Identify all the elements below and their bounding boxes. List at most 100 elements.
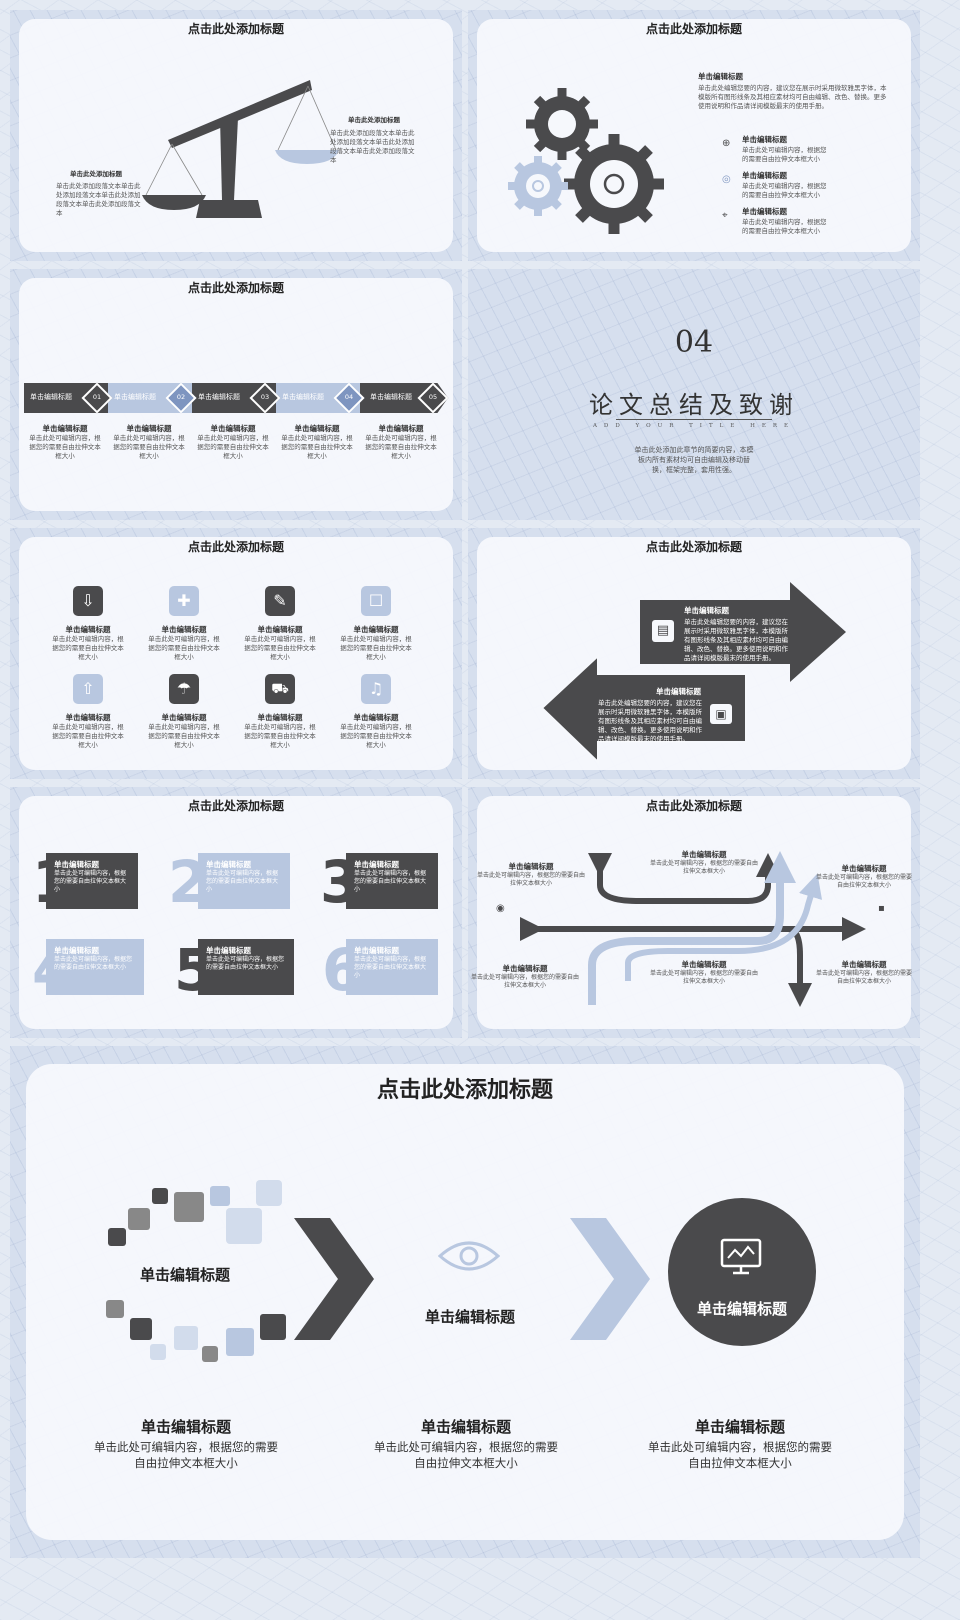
crossing-arrows-graphic [520, 851, 866, 1007]
slide-balance[interactable]: 点击此处添加标题 单击此处添加标题 单击此处添加段落文本单击此处添加段落文本单击… [10, 10, 462, 261]
item-title: 单击编辑标题 [742, 135, 787, 144]
grid-item: ♫ 单击编辑标题单击此处可编辑内容，根据您的需要自由拉伸文本框大小 [338, 674, 414, 750]
number-card: 单击编辑标题单击此处可编辑内容，根据您的需要自由拉伸文本框大小 [46, 939, 144, 995]
music-icon: ♫ [361, 674, 391, 704]
grid-item: ✚ 单击编辑标题单击此处可编辑内容，根据您的需要自由拉伸文本框大小 [146, 586, 222, 662]
item-body: 单击此处可编辑内容，根据您的需要自由拉伸文本框大小 [742, 146, 827, 163]
grid-item: ☂ 单击编辑标题单击此处可编辑内容，根据您的需要自由拉伸文本框大小 [146, 674, 222, 750]
number-card: 单击编辑标题单击此处可编辑内容，根据您的需要自由拉伸文本框大小 [198, 853, 290, 909]
right-step-label: 单击编辑标题 [696, 1300, 787, 1318]
balance-scale-graphic [142, 80, 339, 218]
process-title: 点击此处添加标题 [376, 1078, 553, 1103]
target-icon: ◎ [722, 174, 731, 185]
umbrella-icon: ☂ [169, 674, 199, 704]
right-body: 单击此处添加段落文本单击此处添加段落文本单击此处添加段落文本单击此处添加段落文本 [330, 129, 415, 164]
number-card: 单击编辑标题单击此处可编辑内容，根据您的需要自由拉伸文本框大小 [198, 939, 294, 995]
slide-section-04[interactable]: 04 论文总结及致谢 ADD YOUR TITLE HERE 单击此处添加此章节… [468, 269, 920, 520]
number-card: 单击编辑标题单击此处可编辑内容，根据您的需要自由拉伸文本框大小 [46, 853, 138, 909]
step-number: 02 [176, 393, 186, 401]
arrows-graphic [542, 582, 846, 765]
number-card: 单击编辑标题单击此处可编辑内容，根据您的需要自由拉伸文本框大小 [346, 853, 438, 909]
car-icon: ⛟ [265, 674, 295, 704]
step-label: 单击编辑标题 [30, 393, 72, 401]
grid-item: ⛟ 单击编辑标题单击此处可编辑内容，根据您的需要自由拉伸文本框大小 [242, 674, 318, 750]
step-label: 单击编辑标题 [198, 393, 240, 401]
slide-title: 点击此处添加标题 [645, 22, 742, 36]
step-number: 03 [260, 393, 270, 401]
slide-icon-grid[interactable]: 点击此处添加标题 ⇩ 单击编辑标题单击此处可编辑内容，根据您的需要自由拉伸文本框… [10, 528, 462, 779]
title-divider [616, 419, 772, 420]
icon-grid: ⇩ 单击编辑标题单击此处可编辑内容，根据您的需要自由拉伸文本框大小 ✚ 单击编辑… [50, 586, 430, 766]
label: 单击编辑标题单击此处可编辑内容，根据您的需要自由拉伸文本框大小 [649, 850, 758, 875]
step-caption: 单击编辑标题单击此处可编辑内容，根据您的需要自由拉伸文本框大小 [29, 424, 101, 460]
step-number: 04 [344, 393, 354, 401]
chat-icon: ☐ [361, 586, 391, 616]
intro-title: 单击编辑标题 [698, 72, 743, 81]
step-label: 单击编辑标题 [114, 393, 156, 401]
eye-icon [438, 1241, 500, 1271]
bottom-arrow-body: 单击此处编辑您要的内容，建议您在展示时采用微软雅黑字体，本模版所有图形线条及其相… [598, 699, 702, 743]
label: 单击编辑标题单击此处可编辑内容，根据您的需要自由拉伸文本框大小 [476, 862, 585, 887]
slide-title: 点击此处添加标题 [187, 22, 284, 36]
step-number: 05 [428, 393, 438, 401]
brush-icon: ✎ [265, 586, 295, 616]
label: 单击编辑标题单击此处可编辑内容，根据您的需要自由拉伸文本框大小 [470, 964, 579, 989]
slide-arrows[interactable]: 点击此处添加标题 ▤ 单击编辑标题 单击此处编辑您要的内容，建议您在展示时采用微… [468, 528, 920, 779]
section-body: 单击此处添加此章节的简要内容，本模板内所有素材均可自由编辑及移动替换，框架完整，… [634, 446, 754, 474]
step-label: 单击编辑标题 [370, 393, 412, 401]
wallet-icon: ▣ [710, 704, 732, 724]
item-body: 单击此处可编辑内容，根据您的需要自由拉伸文本框大小 [742, 218, 827, 235]
grid-item: ✎ 单击编辑标题单击此处可编辑内容，根据您的需要自由拉伸文本框大小 [242, 586, 318, 662]
left-step-label: 单击编辑标题 [139, 1266, 230, 1284]
middle-step-label: 单击编辑标题 [424, 1308, 515, 1326]
label: 单击编辑标题单击此处可编辑内容，根据您的需要自由拉伸文本框大小 [649, 960, 758, 985]
medical-kit-icon: ✚ [169, 586, 199, 616]
left-body: 单击此处添加段落文本单击此处添加段落文本单击此处添加段落文本单击此处添加段落文本 [56, 182, 141, 217]
grid-item: ⇧ 单击编辑标题单击此处可编辑内容，根据您的需要自由拉伸文本框大小 [50, 674, 126, 750]
left-title: 单击此处添加标题 [70, 170, 122, 178]
grid-item: ☐ 单击编辑标题单击此处可编辑内容，根据您的需要自由拉伸文本框大小 [338, 586, 414, 662]
slide-title: 点击此处添加标题 [187, 799, 284, 813]
step-number: 01 [92, 393, 102, 401]
download-cloud-icon: ⇩ [73, 586, 103, 616]
step-caption: 单击编辑标题单击此处可编辑内容，根据您的需要自由拉伸文本框大小 [197, 424, 269, 460]
step-bar-labels: 单击编辑标题 单击编辑标题 单击编辑标题 单击编辑标题 单击编辑标题 01 02… [24, 382, 449, 414]
process-caption: 单击编辑标题 单击此处可编辑内容，根据您的需要自由拉伸文本框大小 [94, 1418, 278, 1470]
process-caption: 单击编辑标题 单击此处可编辑内容，根据您的需要自由拉伸文本框大小 [374, 1418, 558, 1470]
monitor-chart-icon [720, 1238, 762, 1275]
step-bar [24, 383, 448, 413]
process-caption: 单击编辑标题 单击此处可编辑内容，根据您的需要自由拉伸文本框大小 [648, 1418, 832, 1470]
number-card: 单击编辑标题单击此处可编辑内容，根据您的需要自由拉伸文本框大小 [346, 939, 438, 995]
step-caption: 单击编辑标题单击此处可编辑内容，根据您的需要自由拉伸文本框大小 [365, 424, 437, 460]
pixel-ring-graphic [100, 1178, 290, 1368]
step-caption: 单击编辑标题单击此处可编辑内容，根据您的需要自由拉伸文本框大小 [281, 424, 353, 460]
step-caption: 单击编辑标题单击此处可编辑内容，根据您的需要自由拉伸文本框大小 [113, 424, 185, 460]
gears-graphic [508, 88, 664, 234]
crosshair-icon: ⌖ [722, 210, 728, 221]
slide-title: 点击此处添加标题 [645, 540, 742, 554]
bottom-arrow-title: 单击编辑标题 [656, 687, 701, 696]
slide-numbered-boxes[interactable]: 点击此处添加标题 1 单击编辑标题单击此处可编辑内容，根据您的需要自由拉伸文本框… [10, 787, 462, 1038]
section-title: 论文总结及致谢 [589, 391, 799, 419]
slide-crossing-arrows[interactable]: 点击此处添加标题 单击编辑标题单击此处可编辑内容，根据您的需要自由拉伸文本框大小… [468, 787, 920, 1038]
section-subtitle: ADD YOUR TITLE HERE [592, 423, 796, 429]
chevron-light-icon [570, 1218, 650, 1340]
right-title: 单击此处添加标题 [348, 116, 400, 124]
slide-title: 点击此处添加标题 [645, 799, 742, 813]
slide-gears[interactable]: 点击此处添加标题 单击编辑标题 单击此处编辑 [468, 10, 920, 261]
grid-item: ⇩ 单击编辑标题单击此处可编辑内容，根据您的需要自由拉伸文本框大小 [50, 586, 126, 662]
section-number: 04 [674, 325, 714, 360]
palette-icon: ◉ [496, 903, 505, 914]
step-label: 单击编辑标题 [282, 393, 324, 401]
document-icon: ▤ [652, 620, 674, 642]
label: 单击编辑标题单击此处可编辑内容，根据您的需要自由拉伸文本框大小 [815, 864, 912, 889]
item-title: 单击编辑标题 [742, 207, 787, 216]
intro-body: 单击此处编辑您要的内容，建议您在展示时采用微软雅黑字体，本模版所有图形线条及其相… [698, 84, 887, 110]
chevron-dark-icon [294, 1218, 374, 1340]
slide-process[interactable]: 点击此处添加标题 单击编辑标题 单击编辑标题 单击编辑标题 单击编辑标 [10, 1046, 920, 1558]
slide-steps[interactable]: 点击此处添加标题 单击编辑标题 单击编辑标题 单击编辑标题 单击编辑标题 单击编… [10, 269, 462, 520]
briefcase-icon: ▪ [878, 903, 885, 914]
slide-title: 点击此处添加标题 [187, 540, 284, 554]
